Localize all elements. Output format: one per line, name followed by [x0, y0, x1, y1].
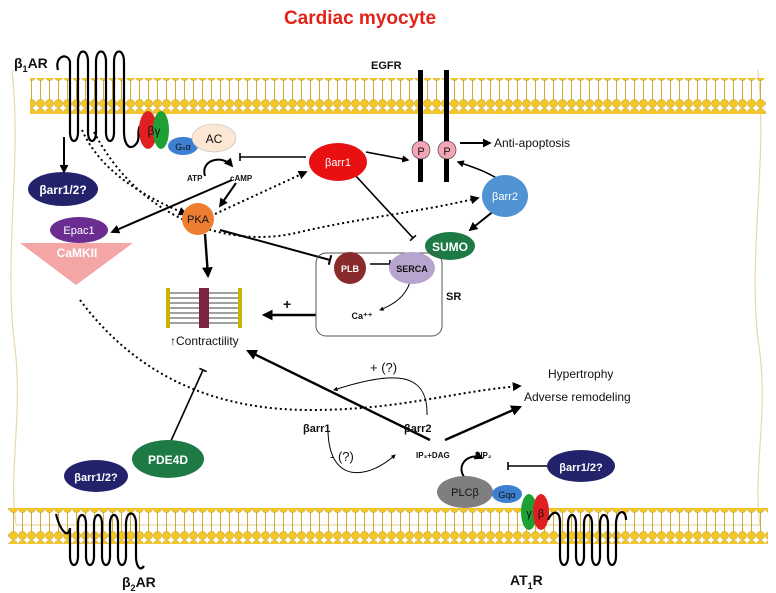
b1ar-to-pka-dotted	[81, 129, 188, 216]
adverse-remodeling-label: Adverse remodeling	[524, 390, 631, 404]
b2ar-receptor	[54, 512, 145, 570]
barr2-lower-label: βarr2	[404, 423, 432, 435]
gbeta-subunit	[139, 111, 157, 149]
serca-to-ca-arrow	[379, 281, 411, 311]
sr-compartment	[315, 252, 443, 337]
minus-question-label: - (?)	[330, 449, 354, 464]
barr2-label: βarr2	[492, 191, 518, 203]
camkii-triangle	[20, 243, 133, 285]
hypertrophy-label: Hypertrophy	[548, 367, 613, 381]
barr1-label: βarr1	[325, 157, 351, 169]
phospho-site-1	[411, 140, 431, 160]
beta-gamma-label: βγ	[148, 124, 161, 138]
egfr-left-chain	[418, 70, 423, 182]
barr12-b2ar	[64, 460, 128, 492]
plus-question-label: + (?)	[370, 360, 397, 375]
anti-apoptosis-label: Anti-apoptosis	[494, 136, 570, 150]
pip2-to-ip3-arrow	[460, 451, 484, 479]
ggamma-subunit	[153, 111, 169, 149]
sumo-label: SUMO	[432, 240, 468, 254]
plus-sign: +	[283, 296, 291, 312]
barr12-top	[28, 172, 98, 206]
barr1-to-egfr-arrow	[365, 151, 410, 163]
gamma-label: γ	[526, 508, 532, 520]
egfr-label: EGFR	[371, 60, 402, 72]
pde4d-label: PDE4D	[148, 453, 188, 467]
p2-label: P	[443, 146, 450, 158]
at1r-receptor	[546, 511, 628, 567]
pka-to-contractility-arrow	[201, 233, 213, 279]
serca-node	[389, 252, 435, 284]
atp-to-camp-arrow	[203, 157, 234, 177]
barr1-negative-curve	[327, 431, 396, 474]
b1ar-receptor	[56, 50, 141, 149]
sr-label: SR	[446, 291, 461, 303]
pka-label: PKA	[187, 214, 210, 226]
ca-label: Ca⁺⁺	[351, 311, 372, 321]
epac1-label: Epac1	[63, 225, 94, 237]
pka-inhibits-plb	[219, 229, 333, 266]
barr1-inhibits-serca	[354, 174, 417, 242]
barr1-node	[309, 143, 367, 181]
barr12-top-label: βarr1/2?	[39, 183, 86, 197]
serca-label: SERCA	[396, 264, 428, 274]
gs-alpha-label: Gₛα	[175, 142, 191, 152]
pka-to-barr1-dotted	[214, 170, 308, 215]
ip3dag-to-hypertrophy-arrow	[444, 405, 522, 442]
barr12-at1r-label: βarr1/2?	[559, 462, 603, 474]
camp-to-epac1-arrow	[110, 179, 233, 234]
epac1-node	[50, 217, 108, 243]
gq-alpha-label: Gqα	[498, 490, 515, 500]
b2ar-label: β2AR	[122, 574, 156, 593]
top-membrane	[30, 78, 766, 114]
b1ar-label: β1AR	[14, 55, 48, 74]
beta-label: β	[538, 508, 544, 520]
diagram-title: Cardiac myocyte	[284, 8, 436, 29]
ip3-dag-label: IP₃+DAG	[416, 451, 450, 460]
adenylyl-cyclase	[191, 123, 237, 153]
plb-label: PLB	[341, 264, 360, 274]
sarcomere-icon	[166, 288, 242, 328]
camp-to-pka-arrow	[218, 182, 237, 208]
p1-label: P	[417, 146, 424, 158]
b1ar-to-barr2-dotted	[93, 131, 480, 238]
gq-gamma-subunit	[521, 494, 537, 530]
at1r-label: AT1R	[510, 572, 543, 591]
camkii-label: CaMKII	[57, 246, 98, 260]
egfr-right-chain	[444, 70, 449, 182]
barr12-b2ar-label: βarr1/2?	[74, 472, 118, 484]
atp-label: ATP	[187, 174, 203, 183]
barr2-positive-curve	[333, 377, 428, 416]
ac-label: AC	[206, 132, 223, 146]
pde4d-node	[132, 440, 204, 478]
barr2-node	[482, 175, 528, 217]
plc-beta-label: PLCβ	[451, 487, 479, 499]
barr12-at1r	[547, 450, 615, 482]
sumo-node	[425, 232, 475, 260]
bottom-membrane	[8, 508, 768, 544]
gs-alpha	[168, 137, 198, 155]
gq-alpha	[492, 485, 522, 503]
plc-beta-node	[437, 476, 493, 508]
barr2-to-sumo-arrow	[468, 209, 496, 232]
camp-label: cAMP	[230, 174, 253, 183]
phospho-site-2	[437, 140, 457, 160]
pde4d-inhibits-contractility	[169, 367, 207, 444]
contractility-label: ↑Contractility	[170, 334, 239, 348]
pka-node	[182, 203, 214, 235]
gq-beta-subunit	[533, 494, 549, 530]
camkii-to-hypertrophy-dotted	[79, 299, 522, 412]
barr1-lower-label: βarr1	[303, 423, 331, 435]
pip2-label: PIP₂	[475, 451, 492, 460]
plb-node	[334, 252, 366, 284]
ip3dag-to-contractility-arrow	[246, 349, 431, 442]
